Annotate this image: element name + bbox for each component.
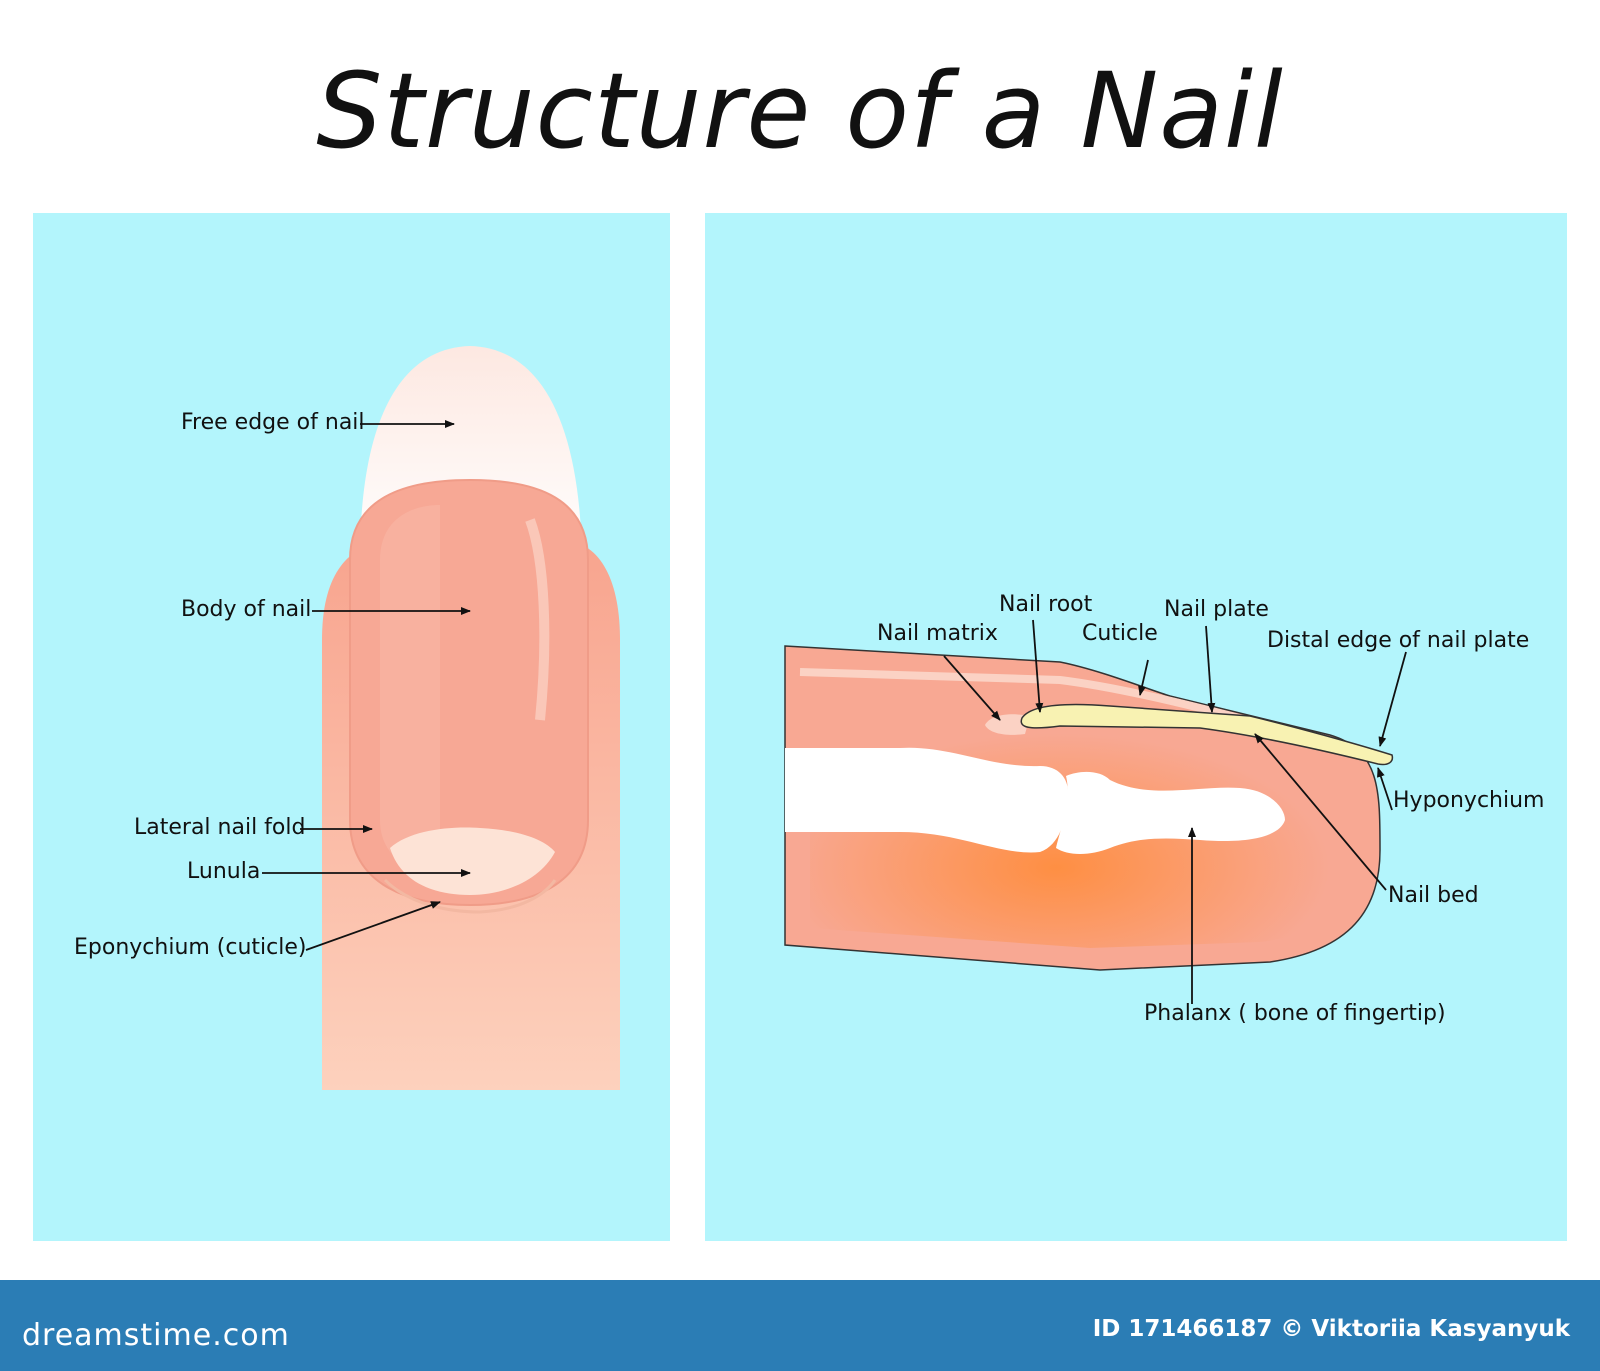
lunula-shape — [390, 827, 555, 895]
right-leader-lines — [943, 619, 1407, 1004]
finger-cross-section — [784, 645, 1394, 971]
label-nail-matrix: Nail matrix — [877, 621, 998, 646]
label-cuticle: Cuticle — [1082, 621, 1158, 646]
finger-top-view — [322, 346, 620, 1090]
label-distal-edge: Distal edge of nail plate — [1267, 628, 1530, 653]
footer-bar: dreamstime.com ID 171466187 © Viktoriia … — [0, 1280, 1600, 1371]
label-phalanx: Phalanx ( bone of fingertip) — [1144, 1001, 1446, 1026]
phalanx-bone-shape — [785, 747, 1069, 853]
label-body-of-nail: Body of nail — [181, 597, 312, 622]
label-nail-plate: Nail plate — [1164, 597, 1269, 622]
label-eponychium: Eponychium (cuticle) — [74, 935, 307, 960]
label-hyponychium: Hyponychium — [1393, 788, 1545, 813]
label-nail-root: Nail root — [999, 592, 1093, 617]
label-nail-bed: Nail bed — [1388, 883, 1479, 908]
label-lateral-nail-fold: Lateral nail fold — [134, 815, 306, 840]
nail-plate-shape — [1020, 703, 1394, 766]
brand-logo-text: dreamstime.com — [22, 1318, 290, 1353]
diagram-title: Structure of a Nail — [316, 50, 1284, 172]
label-lunula: Lunula — [187, 859, 261, 884]
image-credit: ID 171466187 © Viktoriia Kasyanyuk — [1092, 1316, 1570, 1342]
left-leader-lines — [262, 420, 471, 951]
label-free-edge: Free edge of nail — [181, 410, 365, 435]
